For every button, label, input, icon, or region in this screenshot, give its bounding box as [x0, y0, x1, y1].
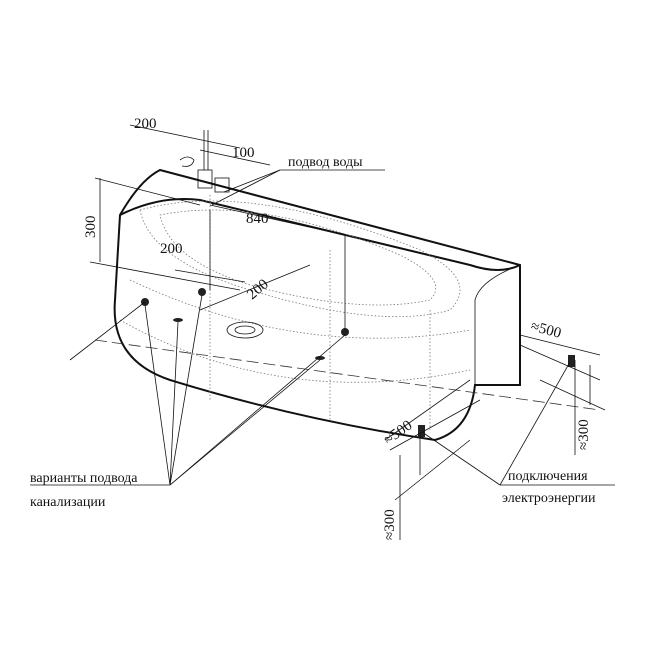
label-water-supply: подвод воды: [288, 155, 363, 170]
dim-300-right: ≈300: [576, 419, 592, 450]
dim-200-diag: 200: [244, 276, 272, 303]
dim-200-top: 200: [134, 116, 157, 132]
bathtub-outline: [113, 168, 521, 442]
label-drain-line2: канализации: [30, 495, 106, 510]
power-outlet-right-icon: [568, 355, 575, 367]
label-power-line2: электроэнергии: [502, 491, 596, 506]
label-power-line1: подключения: [508, 469, 588, 484]
label-drain-line1: варианты подвода: [30, 471, 138, 486]
dim-300-left: 300: [83, 216, 99, 239]
dim-200-mid: 200: [160, 241, 183, 257]
dimension-lines: [69, 124, 606, 540]
dim-500-right: ≈500: [529, 318, 563, 341]
dim-840: 840: [246, 211, 269, 227]
power-outlet-front-icon: [418, 425, 425, 437]
dim-100: 100: [232, 145, 255, 161]
faucet: [179, 130, 230, 193]
dim-300-front: ≈300: [382, 509, 398, 540]
drain-points: [141, 288, 349, 360]
leader-lines: [30, 169, 615, 486]
